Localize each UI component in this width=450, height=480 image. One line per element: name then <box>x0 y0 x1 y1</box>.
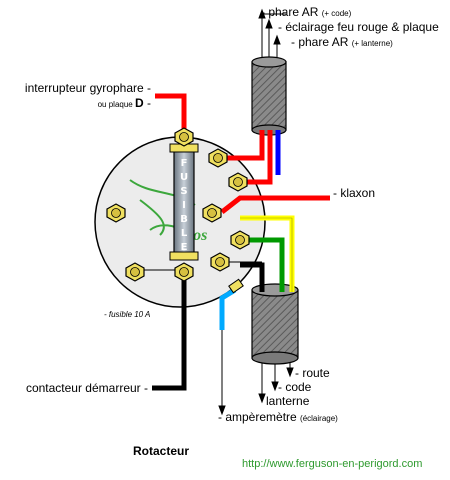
fuse-letter: F <box>181 158 188 169</box>
fuse-letter: L <box>181 228 188 239</box>
green-wire <box>240 237 285 292</box>
label-plaque-d: ou plaque D - <box>98 96 151 110</box>
label-fusible: - fusible 10 A <box>104 310 150 319</box>
label-klaxon: - klaxon <box>333 186 375 200</box>
label-eclairage: - éclairage feu rouge & plaque <box>278 20 439 34</box>
label-phare-ar-lanterne: - phare AR (+ lanterne) <box>291 35 393 49</box>
red-wire-upper-2 <box>240 130 273 185</box>
diagram-title: Rotacteur <box>133 444 189 458</box>
label-route: - route <box>295 366 330 380</box>
fuse-letter: I <box>182 200 186 211</box>
label-lanterne: lanterne <box>266 394 310 408</box>
yellow-wire <box>240 215 295 292</box>
terminals <box>106 127 250 294</box>
label-phare-ar-code: - phare AR (+ code) <box>261 5 352 19</box>
wires <box>140 93 330 391</box>
fuse-letter: B <box>180 214 188 225</box>
black-wire-contacteur <box>152 270 187 391</box>
label-contacteur: contacteur démarreur - <box>26 381 148 395</box>
upper-cable-sheath <box>251 56 287 136</box>
red-wire-klaxon <box>220 195 330 214</box>
label-interrupteur: interrupteur gyrophare - <box>25 81 151 95</box>
red-wire-upper-1 <box>220 130 265 161</box>
light-blue-wire <box>219 287 237 330</box>
lower-cable-arrows <box>218 330 294 416</box>
lower-cable-sheath <box>251 283 299 365</box>
fuse-letter: U <box>180 172 188 183</box>
label-amperemetre: - ampèremètre (éclairage) <box>218 410 338 424</box>
site-url[interactable]: http://www.ferguson-en-perigord.com <box>242 458 422 470</box>
black-wire-lanterne <box>240 262 265 292</box>
red-wire-gyrophare <box>155 93 187 130</box>
fuse-letter: S <box>180 186 187 197</box>
label-code: - code <box>278 380 312 394</box>
fuse-holder: F U S I B L E <box>169 143 199 261</box>
fuse-letter: E <box>181 242 188 253</box>
